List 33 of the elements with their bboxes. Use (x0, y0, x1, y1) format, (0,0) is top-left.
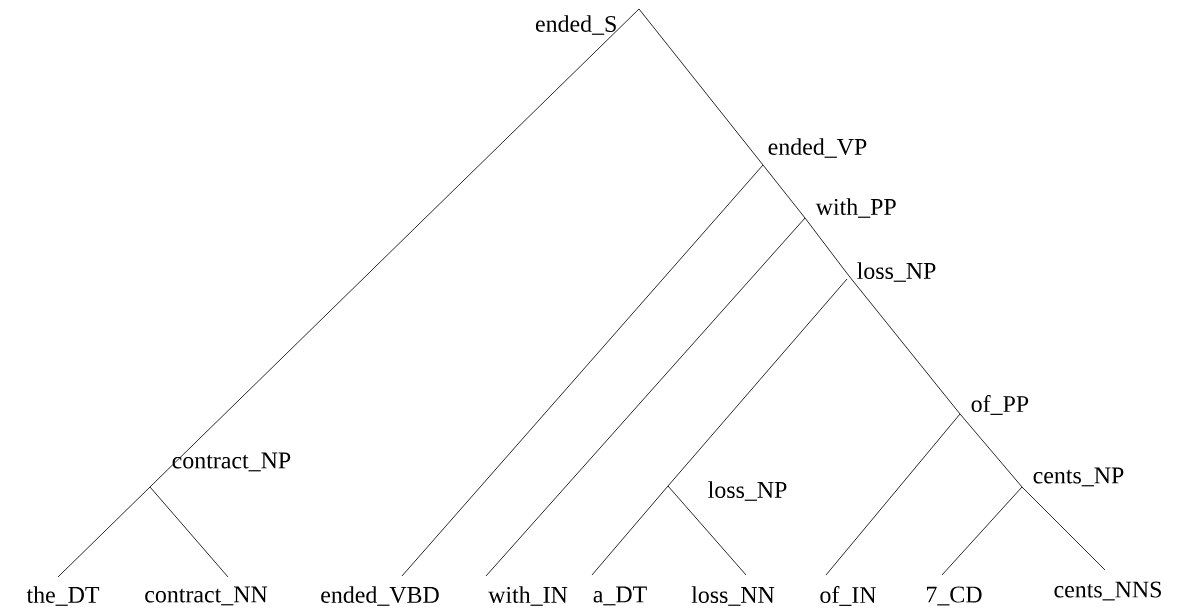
word-label: ended_VBD (321, 586, 439, 606)
word-label: of_IN (820, 586, 876, 606)
tree-branch (485, 217, 806, 577)
tree-branch (825, 413, 961, 576)
tree-branch (959, 413, 1023, 488)
tree-branch (149, 8, 640, 488)
word-label: with_IN (488, 586, 568, 606)
tree-branch (149, 486, 229, 578)
tree-branch (941, 486, 1023, 576)
tree-branch (57, 486, 151, 578)
tree-branch (667, 485, 747, 576)
constituent-label: of_PP (971, 395, 1029, 415)
word-label: 7_CD (927, 586, 982, 606)
tree-branch (804, 217, 850, 277)
constituent-label: with_PP (815, 198, 896, 218)
constituent-label: loss_NP (708, 481, 787, 501)
tree-branch (401, 164, 764, 577)
tree-branch (591, 485, 669, 576)
word-label: a_DT (593, 586, 647, 606)
word-label: cents_NNS (1054, 581, 1161, 601)
tree-branch (762, 164, 806, 219)
word-label: loss_NN (691, 586, 775, 606)
constituent-label: ended_VP (768, 138, 867, 158)
tree-branch (667, 278, 848, 487)
constituent-label: ended_S (535, 15, 616, 35)
tree-branch (848, 275, 961, 415)
word-label: the_DT (26, 586, 100, 606)
constituent-label: contract_NP (172, 452, 291, 472)
constituent-label: loss_NP (857, 262, 936, 282)
word-label: contract_NN (145, 586, 268, 606)
tree-branch (638, 8, 764, 166)
constituent-label: cents_NP (1033, 467, 1124, 487)
tree-branch (1021, 486, 1106, 571)
